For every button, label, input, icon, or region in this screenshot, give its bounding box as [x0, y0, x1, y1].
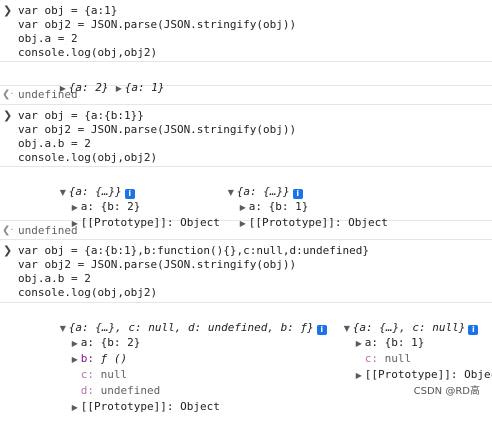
property-c: c: null: [80, 368, 128, 381]
code-line[interactable]: var obj = {a:{b:1}}: [18, 109, 144, 122]
object-summary-obj2[interactable]: ▼{a: {…}}i: [188, 171, 303, 199]
info-icon[interactable]: i: [292, 189, 303, 199]
watermark: CSDN @RD高: [413, 386, 480, 397]
result-value: undefined: [18, 88, 78, 101]
expand-triangle-icon[interactable]: ▶: [355, 339, 362, 348]
collapse-triangle-icon[interactable]: ▼: [59, 324, 66, 333]
property-b[interactable]: ▶b: ƒ (): [71, 352, 128, 365]
expand-triangle-icon[interactable]: ▶: [71, 355, 78, 364]
info-icon[interactable]: i: [468, 325, 479, 335]
property-a[interactable]: ▶a: {b: 1}: [239, 200, 309, 213]
result-arrow-icon: ❮·: [2, 225, 14, 236]
code-line[interactable]: obj.a.b = 2: [18, 137, 91, 150]
collapse-triangle-icon[interactable]: ▼: [343, 324, 350, 333]
info-icon[interactable]: i: [124, 189, 135, 199]
info-icon[interactable]: i: [316, 325, 327, 335]
expand-triangle-icon[interactable]: ▶: [355, 371, 362, 380]
console-input-entry-2[interactable]: ❯ var obj = {a:{b:1}} var obj2 = JSON.pa…: [0, 105, 492, 167]
expand-triangle-icon[interactable]: ▶: [71, 203, 78, 212]
console-log-entry-2: ▼{a: {…}}i ▶a: {b: 2} ▶[[Prototype]]: Ob…: [0, 167, 492, 229]
property-a[interactable]: ▶a: {b: 2}: [71, 200, 141, 213]
console-log-entry-3: ▼{a: {…}, c: null, d: undefined, b: ƒ}i …: [0, 303, 492, 413]
object-summary-obj2[interactable]: ▼{a: {…}, c: null}i: [304, 307, 479, 335]
property-prototype[interactable]: ▶[[Prototype]]: Object: [71, 400, 220, 413]
code-line[interactable]: obj.a.b = 2: [18, 272, 91, 285]
property-prototype[interactable]: ▶[[Prototype]]: Object: [71, 216, 220, 229]
expand-triangle-icon[interactable]: ▶: [239, 219, 246, 228]
collapse-triangle-icon[interactable]: ▼: [227, 188, 234, 197]
property-a[interactable]: ▶a: {b: 2}: [71, 336, 141, 349]
code-line[interactable]: console.log(obj,obj2): [18, 286, 158, 299]
input-prompt-chevron-icon: ❯: [3, 109, 13, 122]
object-summary-obj2[interactable]: ▶{a: 1}: [115, 81, 165, 94]
input-prompt-chevron-icon: ❯: [3, 4, 13, 17]
code-line[interactable]: console.log(obj,obj2): [18, 46, 158, 59]
console-input-entry-3[interactable]: ❯ var obj = {a:{b:1},b:function(){},c:nu…: [0, 240, 492, 303]
object-summary-obj[interactable]: ▼{a: {…}, c: null, d: undefined, b: ƒ}i: [20, 307, 327, 335]
property-prototype[interactable]: ▶[[Prototype]]: Object: [355, 368, 492, 381]
property-d: d: undefined: [80, 384, 161, 397]
input-prompt-chevron-icon: ❯: [3, 244, 13, 257]
result-arrow-icon: ❮·: [2, 89, 14, 100]
expand-triangle-icon[interactable]: ▶: [59, 84, 66, 93]
console-log-entry-1: ▶{a: 2} ▶{a: 1}: [0, 62, 492, 94]
code-line[interactable]: var obj2 = JSON.parse(JSON.stringify(obj…: [18, 258, 297, 271]
code-line[interactable]: var obj = {a:{b:1},b:function(){},c:null…: [18, 244, 369, 257]
property-a[interactable]: ▶a: {b: 1}: [355, 336, 425, 349]
collapse-triangle-icon[interactable]: ▼: [59, 188, 66, 197]
code-line[interactable]: console.log(obj,obj2): [18, 151, 158, 164]
code-line[interactable]: var obj = {a:1}: [18, 4, 118, 17]
result-value: undefined: [18, 224, 78, 237]
console-input-entry-1[interactable]: ❯ var obj = {a:1} var obj2 = JSON.parse(…: [0, 0, 492, 62]
property-c: c: null: [364, 352, 412, 365]
code-line[interactable]: var obj2 = JSON.parse(JSON.stringify(obj…: [18, 123, 297, 136]
expand-triangle-icon[interactable]: ▶: [71, 219, 78, 228]
expand-triangle-icon[interactable]: ▶: [115, 84, 122, 93]
devtools-console: ❯ var obj = {a:1} var obj2 = JSON.parse(…: [0, 0, 492, 413]
property-prototype[interactable]: ▶[[Prototype]]: Object: [239, 216, 388, 229]
object-summary-obj[interactable]: ▼{a: {…}}i: [20, 171, 135, 199]
code-line[interactable]: var obj2 = JSON.parse(JSON.stringify(obj…: [18, 18, 297, 31]
expand-triangle-icon[interactable]: ▶: [239, 203, 246, 212]
console-result-entry-1: ❮· undefined: [0, 86, 492, 105]
console-result-entry-2: ❮· undefined: [0, 221, 492, 240]
expand-triangle-icon[interactable]: ▶: [71, 403, 78, 412]
object-summary-obj[interactable]: ▶{a: 2}: [59, 81, 109, 94]
expand-triangle-icon[interactable]: ▶: [71, 339, 78, 348]
code-line[interactable]: obj.a = 2: [18, 32, 78, 45]
